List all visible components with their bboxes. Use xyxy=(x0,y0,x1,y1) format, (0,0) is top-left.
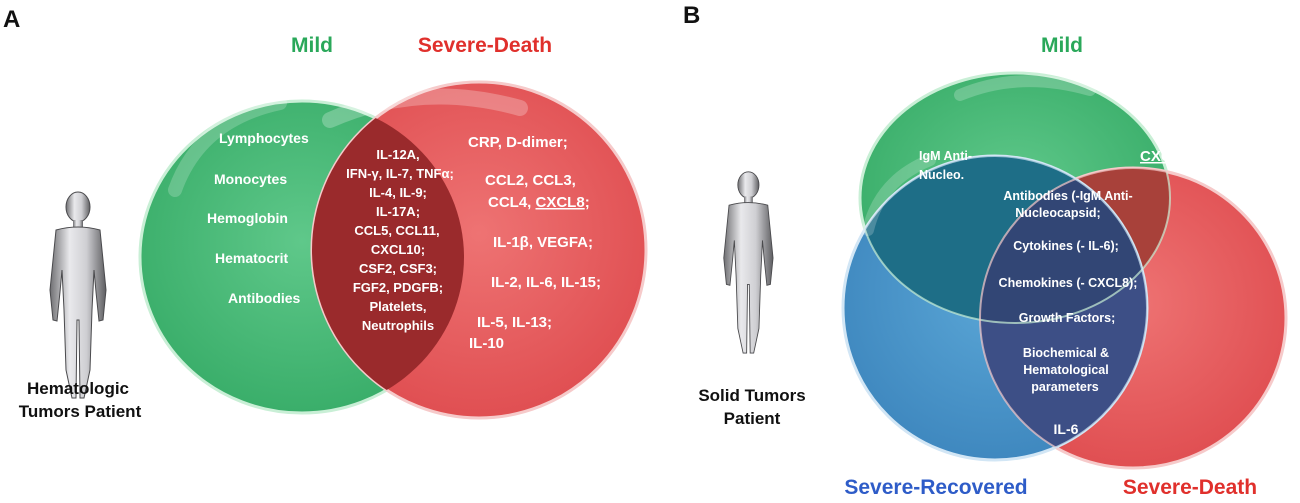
mild-only-item: Hemoglobin xyxy=(207,210,288,226)
severe-only-list: CRP, D-dimer; CCL2, CCL3, CCL4, CXCL8; I… xyxy=(468,134,601,352)
center-list: Antibodies (-IgM Anti- Nucleocapsid; Cyt… xyxy=(999,189,1138,394)
severe-only-item: IL-5, IL-13; xyxy=(477,314,552,331)
overlap-item: IL-4, IL-9; xyxy=(369,185,427,200)
panel-b-letter: B xyxy=(683,2,700,29)
human-figure-icon xyxy=(723,171,774,354)
center-item: Chemokines (- CXCL8); xyxy=(999,276,1138,290)
overlap-item: CXCL10; xyxy=(371,242,425,257)
panel-a-letter: A xyxy=(3,6,20,33)
severe-only-item: CCL2, CCL3, xyxy=(485,172,576,189)
overlap-item: IL-12A, xyxy=(376,147,419,162)
severe-only-item: CRP, D-dimer; xyxy=(468,134,568,151)
triple-overlap xyxy=(980,168,1147,323)
igm-label: IgM Anti- xyxy=(919,149,972,163)
patient-label-a: Tumors Patient xyxy=(19,402,142,421)
patient-label-b: Solid Tumors xyxy=(698,386,805,405)
panel-a-mild-title: Mild xyxy=(291,34,333,57)
overlap-item: Neutrophils xyxy=(362,318,434,333)
overlap-region xyxy=(312,101,464,413)
panel-a-severe-death-title: Severe-Death xyxy=(418,34,552,57)
severe-only-item: IL-2, IL-6, IL-15; xyxy=(491,274,601,291)
overlap-item: FGF2, PDGFB; xyxy=(353,280,443,295)
center-item: parameters xyxy=(1031,380,1098,394)
center-item: Growth Factors; xyxy=(1019,311,1116,325)
overlap-item: IFN-γ, IL-7, TNFα; xyxy=(346,166,454,181)
overlap-item: CCL5, CCL11, xyxy=(354,223,439,238)
center-item: Antibodies (-IgM Anti- xyxy=(1003,189,1132,203)
severe-only-item: IL-10 xyxy=(469,335,504,352)
human-figure-icon xyxy=(49,191,107,399)
panel-b-severe-death-title: Severe-Death xyxy=(1123,476,1257,499)
igm-label: Nucleo. xyxy=(919,168,964,182)
overlap-list: IL-12A, IFN-γ, IL-7, TNFα; IL-4, IL-9; I… xyxy=(346,147,454,333)
center-item: Cytokines (- IL-6); xyxy=(1013,239,1119,253)
overlap-item: IL-17A; xyxy=(376,204,420,219)
panel-b-venn xyxy=(841,71,1288,470)
cxcl8-underlined: CXCL8 xyxy=(536,194,585,211)
cxcl8-underlined: CXCL8 xyxy=(1140,148,1189,165)
mild-only-item: Antibodies xyxy=(228,290,301,306)
center-item: Hematological xyxy=(1023,363,1108,377)
overlap-item: CSF2, CSF3; xyxy=(359,261,437,276)
mild-only-item: Monocytes xyxy=(214,171,287,187)
panel-a-venn xyxy=(138,80,648,420)
panel-b-severe-recovered-title: Severe-Recovered xyxy=(844,476,1027,499)
center-item: Biochemical & xyxy=(1023,346,1109,360)
mild-only-item: Hematocrit xyxy=(215,250,288,266)
patient-label-b: Patient xyxy=(724,409,781,428)
center-item: Nucleocapsid; xyxy=(1015,206,1100,220)
il6-label: IL-6 xyxy=(1054,421,1079,437)
patient-label-a: Hematologic xyxy=(27,379,129,398)
overlap-item: Platelets, xyxy=(369,299,426,314)
severe-only-item: IL-1β, VEGFA; xyxy=(493,234,593,251)
severe-only-item: CCL4, CXCL8; xyxy=(488,194,590,211)
mild-only-list: Lymphocytes Monocytes Hemoglobin Hematoc… xyxy=(207,130,309,306)
mild-only-item: Lymphocytes xyxy=(219,130,309,146)
panel-b-mild-title: Mild xyxy=(1041,34,1083,57)
